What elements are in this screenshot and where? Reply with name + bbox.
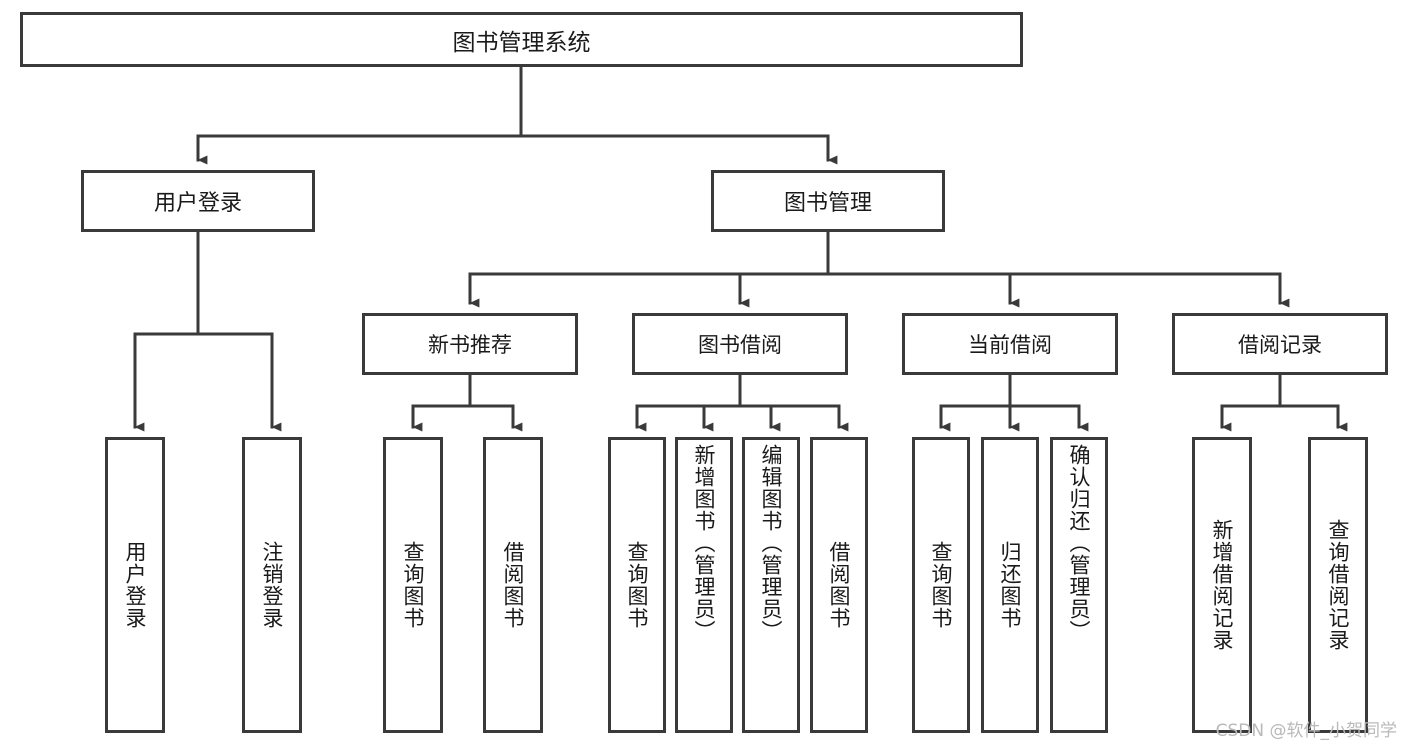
node-label: 新增借阅记录 [1210, 519, 1235, 651]
node-label: 查询图书 [929, 541, 954, 629]
node-label: 新书推荐 [428, 333, 512, 357]
watermark: CSDN @软件_小贺同学 [1215, 721, 1397, 741]
node-label: 图书管理 [783, 191, 872, 216]
node-label: 查询图书 [401, 541, 426, 629]
node-leaf-logout[interactable]: 注销登录 [242, 437, 302, 733]
node-user-login[interactable]: 用户登录 [81, 170, 315, 232]
node-root-book-management-system[interactable]: 图书管理系统 [20, 12, 1023, 67]
node-leaf-query-book-current[interactable]: 查询图书 [912, 437, 970, 733]
node-label: 新增图书（管理员） [692, 444, 717, 642]
node-leaf-add-borrow-record[interactable]: 新增借阅记录 [1192, 437, 1252, 733]
node-label: 图书借阅 [698, 333, 782, 357]
node-leaf-query-book-borrow[interactable]: 查询图书 [608, 437, 666, 733]
node-label: 当前借阅 [968, 333, 1052, 357]
node-leaf-edit-book-admin[interactable]: 编辑图书（管理员） [742, 437, 800, 733]
node-book-borrow[interactable]: 图书借阅 [632, 313, 848, 375]
node-label: 图书管理系统 [452, 29, 591, 56]
node-book-management[interactable]: 图书管理 [711, 170, 945, 232]
node-leaf-query-book-recommend[interactable]: 查询图书 [383, 437, 443, 733]
node-leaf-return-book[interactable]: 归还图书 [981, 437, 1039, 733]
node-leaf-confirm-return-admin[interactable]: 确认归还（管理员） [1050, 437, 1108, 733]
node-label: 注销登录 [260, 541, 285, 629]
node-current-borrow[interactable]: 当前借阅 [902, 313, 1118, 375]
node-label: 查询借阅记录 [1326, 519, 1351, 651]
node-label: 编辑图书（管理员） [759, 444, 784, 642]
node-label: 查询图书 [625, 541, 650, 629]
node-borrow-records[interactable]: 借阅记录 [1172, 313, 1388, 375]
node-label: 用户登录 [123, 541, 148, 629]
node-leaf-borrow-book-recommend[interactable]: 借阅图书 [483, 437, 543, 733]
node-leaf-add-book-admin[interactable]: 新增图书（管理员） [675, 437, 733, 733]
node-leaf-borrow-book[interactable]: 借阅图书 [810, 437, 868, 733]
node-label: 借阅图书 [827, 541, 852, 629]
node-label: 确认归还（管理员） [1067, 444, 1092, 642]
node-label: 借阅图书 [501, 541, 526, 629]
node-new-book-recommend[interactable]: 新书推荐 [362, 313, 578, 375]
node-leaf-query-borrow-record[interactable]: 查询借阅记录 [1308, 437, 1368, 733]
node-leaf-user-login[interactable]: 用户登录 [105, 437, 165, 733]
node-label: 归还图书 [998, 541, 1023, 629]
node-label: 借阅记录 [1238, 333, 1322, 357]
node-label: 用户登录 [153, 191, 242, 216]
